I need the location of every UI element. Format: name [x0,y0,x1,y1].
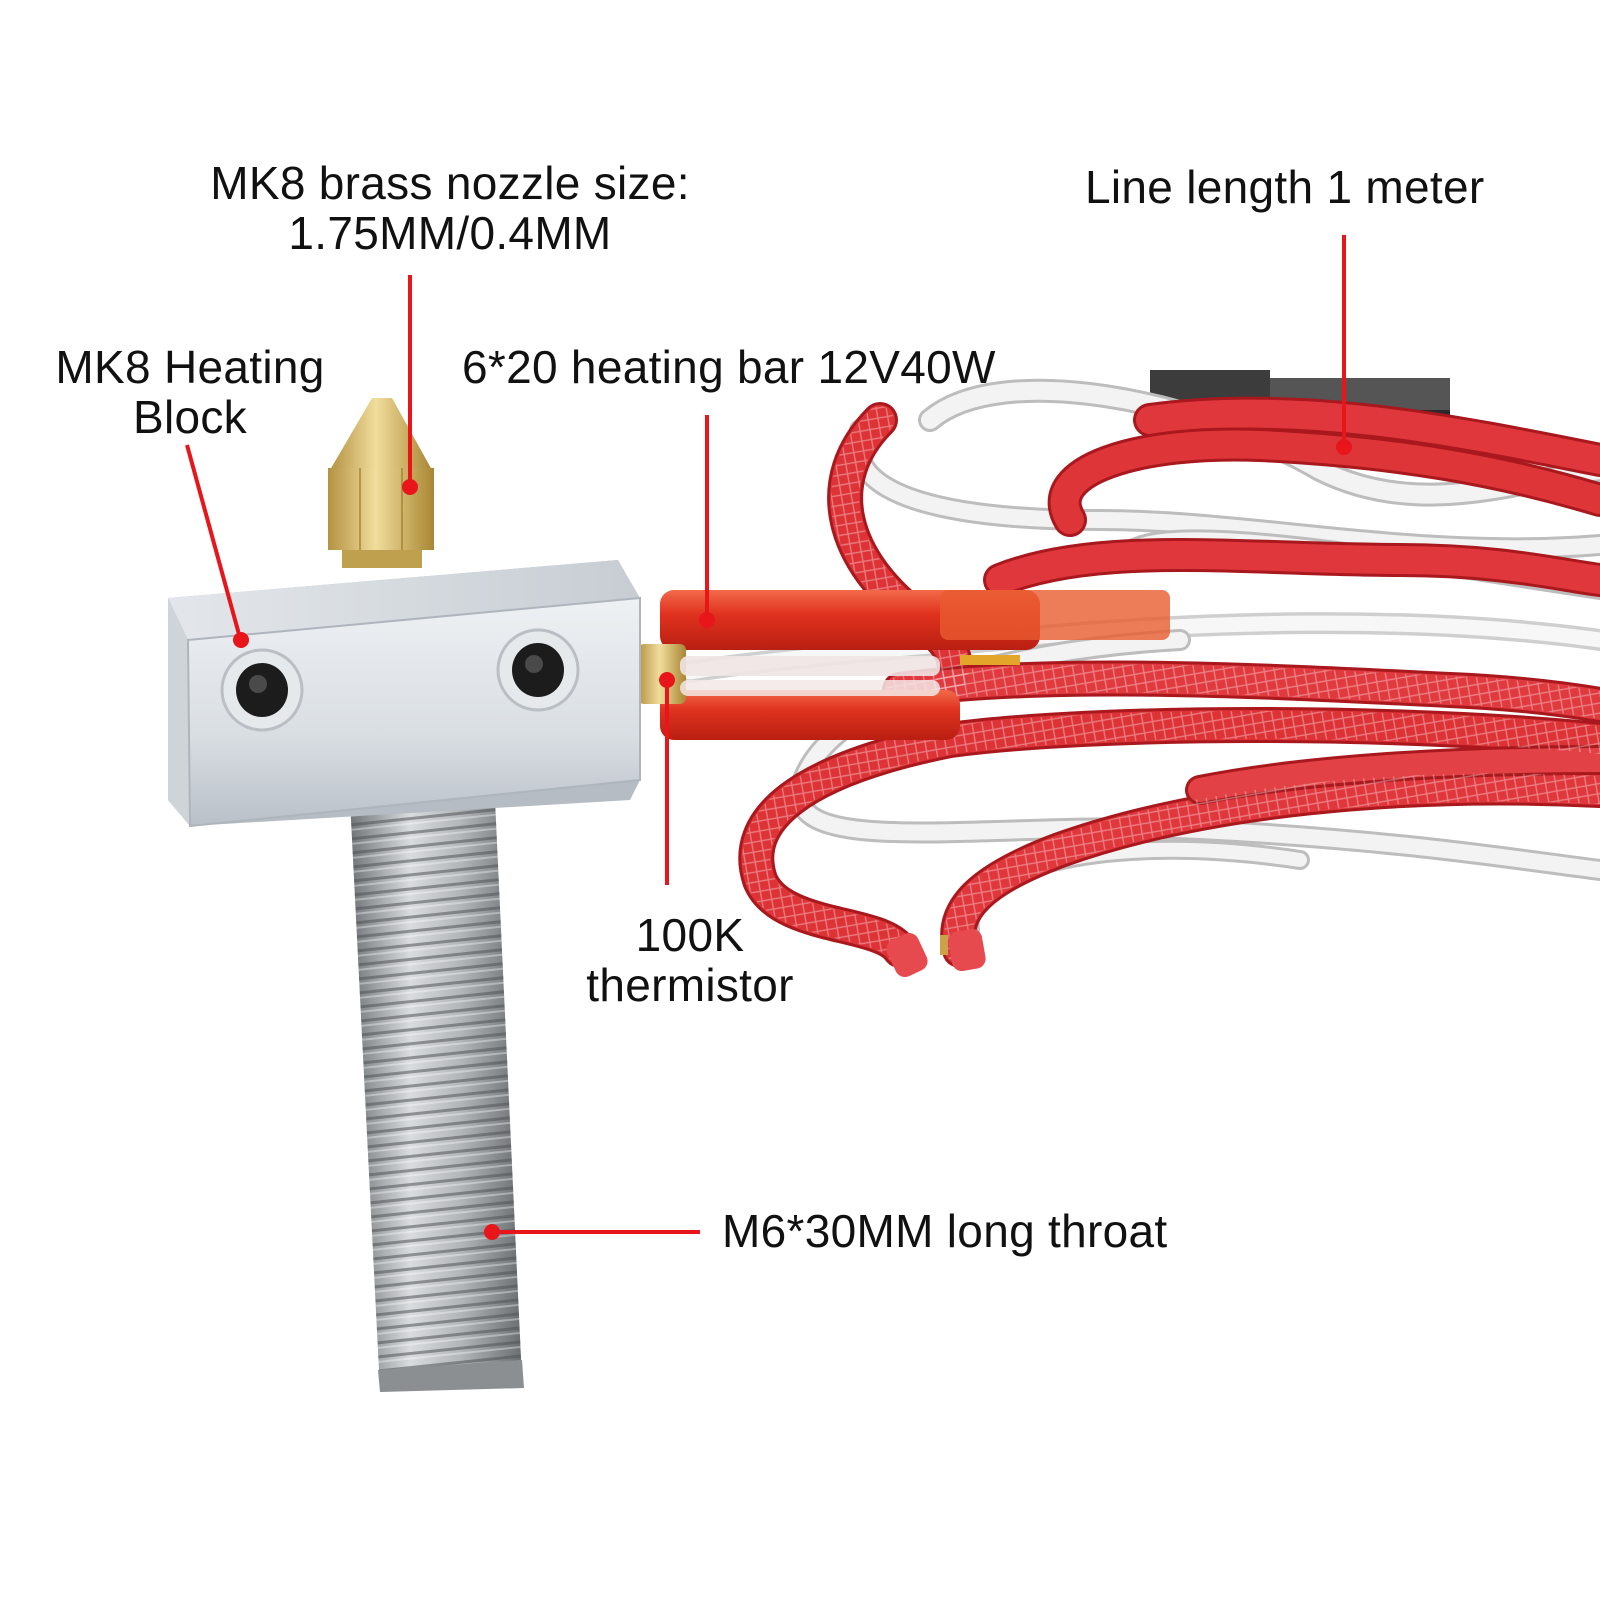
heating-block-label-line2: Block [133,391,247,443]
callout-throat-dot [484,1224,500,1240]
heating-block-label-line1: MK8 Heating [55,341,325,393]
brass-nozzle [328,398,434,568]
heating-bar [660,590,1170,740]
nozzle-label-line1: MK8 brass nozzle size: [210,157,690,209]
screw-hole-right [496,628,580,712]
callout-lines [185,235,1352,1240]
screw-hole-left [220,648,304,732]
thermistor-label-line1: 100K [635,909,745,961]
throat-tube [350,800,524,1392]
callout-heating-block-dot [233,632,249,648]
thermistor-barrel [638,644,940,704]
thermistor-label: 100K thermistor [565,910,815,1010]
cable-ends [886,928,986,978]
heating-block-label: MK8 Heating Block [30,342,350,442]
callout-heating-block-line [185,444,242,639]
callout-heating-bar-dot [699,612,715,628]
heating-block [168,560,641,828]
nozzle-label: MK8 brass nozzle size: 1.75MM/0.4MM [170,158,730,258]
throat-label: M6*30MM long throat [722,1205,1168,1257]
nozzle-label-line2: 1.75MM/0.4MM [288,207,612,259]
callout-thermistor-dot [659,672,675,688]
thermistor-label-line2: thermistor [586,959,794,1011]
heating-bar-label: 6*20 heating bar 12V40W [462,341,996,393]
callout-line-length-dot [1336,439,1352,455]
line-length-label: Line length 1 meter [1085,161,1485,213]
callout-nozzle-dot [402,479,418,495]
